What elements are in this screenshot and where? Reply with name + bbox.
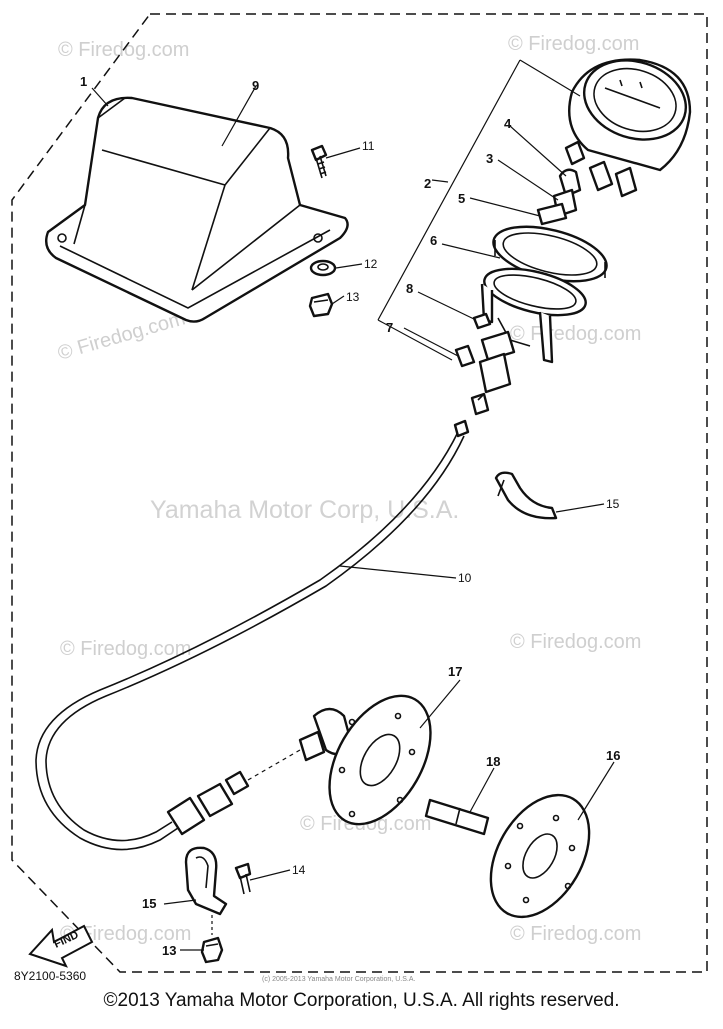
watermark: © Firedog.com bbox=[55, 307, 187, 364]
speedometer-gauge bbox=[564, 58, 692, 198]
watermark: © Firedog.com bbox=[510, 631, 641, 653]
callout-9: 9 bbox=[252, 78, 259, 93]
part-9-cover bbox=[45, 96, 349, 323]
callout-4: 4 bbox=[504, 116, 512, 131]
callout-8: 8 bbox=[406, 281, 413, 296]
callout-5: 5 bbox=[458, 191, 465, 206]
callout-11: 11 bbox=[362, 139, 375, 153]
watermark-center: Yamaha Motor Corp, U.S.A. bbox=[150, 496, 459, 524]
part-11-screw bbox=[310, 144, 328, 179]
callout-13-top: 13 bbox=[346, 290, 360, 304]
copyright-footer: ©2013 Yamaha Motor Corporation, U.S.A. A… bbox=[103, 990, 620, 1011]
part-bracket bbox=[480, 267, 587, 364]
tiny-copyright-notice: (c) 2005-2013 Yamaha Motor Corporation, … bbox=[262, 976, 416, 983]
watermark: © Firedog.com bbox=[508, 33, 639, 55]
callout-7: 7 bbox=[386, 320, 393, 335]
callout-12: 12 bbox=[364, 257, 378, 271]
callout-15-upper: 15 bbox=[606, 497, 620, 511]
callout-17: 17 bbox=[448, 664, 462, 679]
part-16-drive-plate bbox=[489, 793, 591, 919]
leader-lines bbox=[91, 59, 615, 951]
callouts: 1 2 3 4 5 6 7 8 9 10 11 12 13 13 14 15 1… bbox=[80, 74, 620, 958]
callout-13-bottom: 13 bbox=[162, 943, 176, 958]
drawing-code: 8Y2100-5360 bbox=[14, 969, 87, 983]
watermark: © Firedog.com bbox=[510, 323, 641, 345]
cable-end-fitting bbox=[166, 749, 301, 836]
part-13-nut-top bbox=[308, 292, 334, 318]
part-13-nut-bottom bbox=[200, 936, 224, 964]
part-14-screw bbox=[234, 862, 252, 895]
part-8-clip bbox=[472, 312, 492, 330]
part-15-clamp-lower bbox=[184, 846, 228, 916]
part-17-flange bbox=[298, 694, 432, 826]
part-10-cable bbox=[35, 419, 470, 851]
callout-6: 6 bbox=[430, 233, 437, 248]
part-12-washer bbox=[309, 259, 337, 277]
watermark: © Firedog.com bbox=[510, 923, 641, 945]
callout-16: 16 bbox=[606, 748, 620, 763]
callout-1: 1 bbox=[80, 74, 87, 89]
part-7-grommet bbox=[454, 344, 476, 368]
watermark: © Firedog.com bbox=[60, 638, 191, 660]
cable-coupler-top bbox=[470, 330, 516, 416]
callout-3: 3 bbox=[486, 151, 493, 166]
part-5-socket-base bbox=[536, 202, 568, 226]
callout-10: 10 bbox=[458, 571, 472, 585]
callout-15-lower: 15 bbox=[142, 896, 156, 911]
part-18-shaft bbox=[424, 798, 490, 836]
part-15-clamp-upper bbox=[494, 471, 558, 520]
assembly-boundary bbox=[11, 13, 708, 973]
callout-2: 2 bbox=[424, 176, 431, 191]
callout-14: 14 bbox=[292, 863, 306, 877]
watermark: © Firedog.com bbox=[60, 923, 191, 945]
part-4-bulb bbox=[558, 168, 582, 198]
callout-18: 18 bbox=[486, 754, 500, 769]
